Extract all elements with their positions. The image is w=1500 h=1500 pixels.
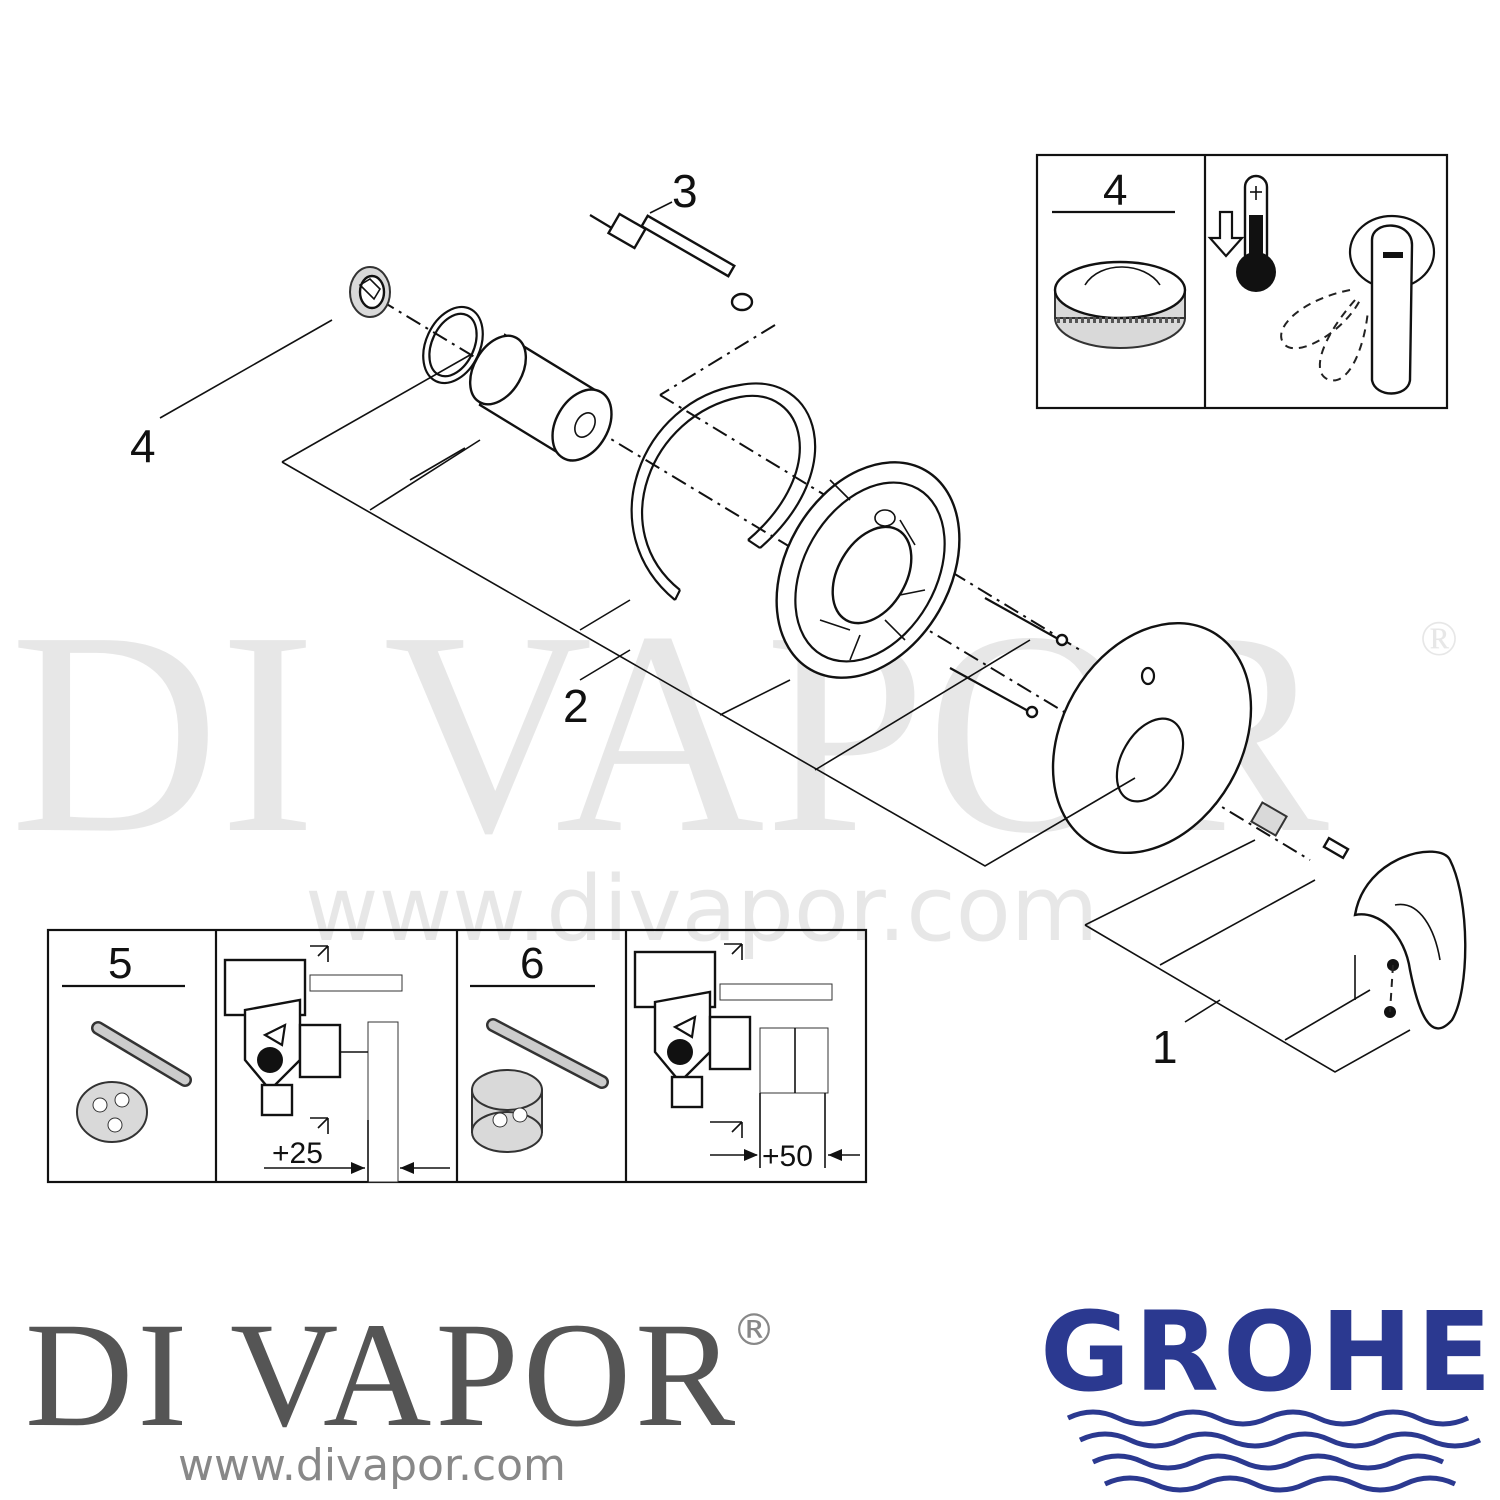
cartridge-part <box>468 333 613 462</box>
callout-3: 3 <box>672 165 698 217</box>
retaining-clip-part <box>630 382 817 601</box>
callout-1: 1 <box>1152 1021 1178 1073</box>
bolts-part <box>949 597 1069 719</box>
footer-brand: DI VAPOR ® www.divapor.com <box>25 1292 776 1491</box>
callouts: 4 2 3 1 <box>130 165 1178 1073</box>
inset-panel-4-number: 4 <box>1103 166 1127 215</box>
valve-body-icon-6 <box>633 943 833 1138</box>
grohe-logo-text: GROHE <box>1040 1288 1496 1416</box>
escutcheon-part <box>1051 621 1253 855</box>
cap-part <box>349 266 391 318</box>
long-rod-icon <box>486 1018 609 1089</box>
dimension-plus-50: +50 <box>762 1140 813 1173</box>
brand-name: DI VAPOR <box>25 1292 739 1458</box>
inset-panel-5-6: 5 <box>46 928 868 1184</box>
spindle-part <box>589 201 754 312</box>
callout-2: 2 <box>563 680 589 732</box>
callout-4: 4 <box>130 420 156 472</box>
panel-6-number: 6 <box>520 939 544 988</box>
short-rod-icon <box>91 1021 192 1087</box>
lever-handle-icon <box>1280 214 1436 395</box>
grohe-waves-icon <box>1066 1409 1482 1493</box>
brand-registered: ® <box>732 1305 776 1356</box>
watermark-url: www.divapor.com <box>305 857 1098 962</box>
panel-5-number: 5 <box>108 939 132 988</box>
inset-panel-4: 4 <box>1035 153 1449 410</box>
valve-body-icon-5 <box>223 945 403 1134</box>
thermometer-icon <box>1236 174 1276 292</box>
offset-gauge-5: +25 <box>264 1021 450 1183</box>
bracket-lines <box>159 319 1411 1073</box>
cap-detail-icon <box>1053 260 1187 349</box>
handle-part <box>1250 801 1467 1030</box>
mounting-plate-part <box>775 461 961 679</box>
brand-url: www.divapor.com <box>178 1440 566 1491</box>
long-cartridge-icon <box>471 1069 543 1153</box>
dimension-plus-25: +25 <box>272 1137 323 1170</box>
offset-gauge-6: +50 <box>710 1027 860 1173</box>
short-cartridge-icon <box>76 1081 148 1143</box>
down-arrow-icon <box>1207 210 1245 258</box>
grohe-logo: GROHE <box>1040 1288 1496 1493</box>
watermark-registered: ® <box>1420 610 1458 666</box>
watermark: DI VAPOR ® www.divapor.com <box>10 572 1458 962</box>
